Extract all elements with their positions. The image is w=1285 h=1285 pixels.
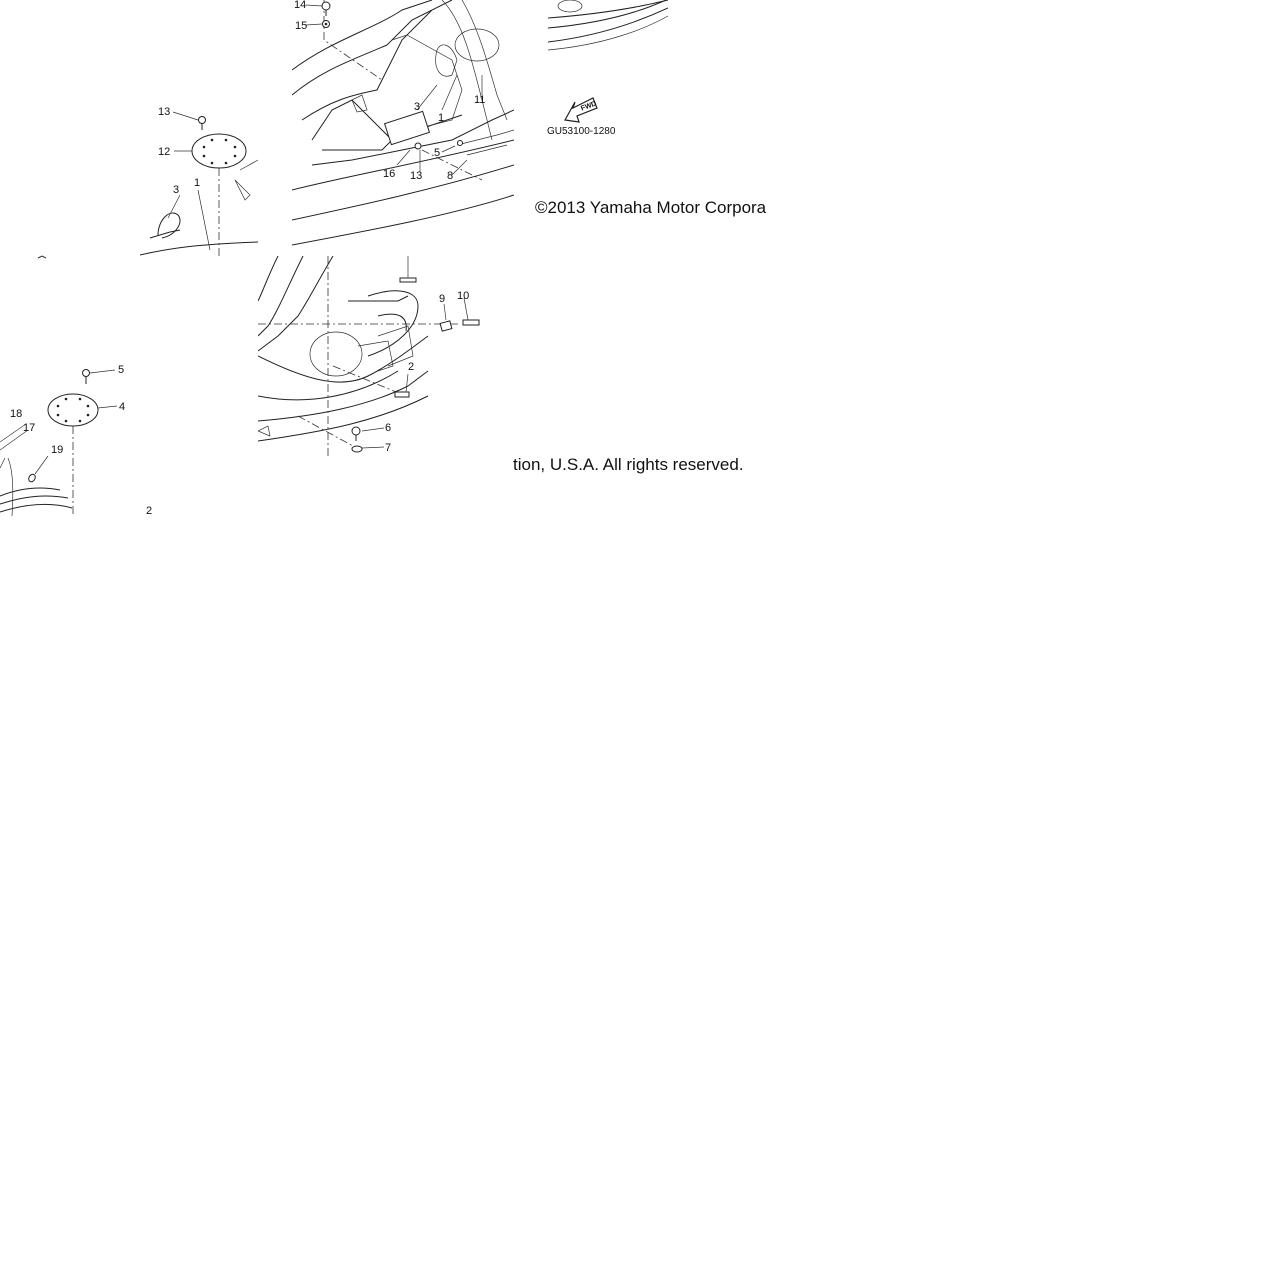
callout-16: 16 — [383, 168, 395, 180]
callout-7: 7 — [385, 442, 391, 454]
hull-middle-drawing: 9 10 2 6 7 — [258, 256, 480, 456]
fwd-arrow-icon: FWD GU53100-1280 — [547, 97, 616, 137]
stray-mark — [36, 254, 50, 260]
fwd-arrow-block: FWD GU53100-1280 — [545, 88, 635, 138]
callout-5: 5 — [434, 147, 440, 159]
callout-3-left: 3 — [173, 184, 179, 196]
callout-14: 14 — [294, 0, 306, 11]
lower-cover-drawing: 5 4 18 17 19 2 — [0, 364, 152, 516]
hull-edge-drawing — [548, 0, 668, 51]
callout-19: 19 — [51, 444, 63, 456]
callout-15: 15 — [295, 20, 307, 32]
hull-top-drawing: 14 15 3 11 1 5 16 13 8 — [292, 0, 514, 246]
tile-top-right — [548, 0, 668, 52]
callout-2-mid: 2 — [408, 361, 414, 373]
stray-mark-drawing — [37, 255, 47, 259]
copyright-part-2: tion, U.S.A. All rights reserved. — [513, 455, 744, 474]
callout-12: 12 — [158, 146, 170, 158]
tile-top-center: 14 15 3 11 1 5 16 13 8 — [292, 0, 514, 258]
tile-bottom-left-cover: 5 4 18 17 19 2 — [0, 358, 160, 516]
tile-left-cover: 13 12 3 1 — [140, 100, 258, 258]
callout-6: 6 — [385, 422, 391, 434]
callout-8: 8 — [447, 170, 453, 182]
callout-10: 10 — [457, 290, 469, 302]
callout-1: 1 — [438, 112, 444, 124]
diagram-code: GU53100-1280 — [547, 126, 616, 137]
inspection-cover-drawing: 13 12 3 1 — [140, 106, 258, 258]
callout-13-left: 13 — [158, 106, 170, 118]
callout-13: 13 — [410, 170, 422, 182]
callout-3: 3 — [414, 101, 420, 113]
callout-9: 9 — [439, 293, 445, 305]
callout-18: 18 — [10, 408, 22, 420]
callout-17: 17 — [23, 422, 35, 434]
tile-middle-hull: 9 10 2 6 7 — [258, 256, 514, 478]
callout-5-lower: 5 — [118, 364, 124, 376]
callout-11: 11 — [474, 94, 485, 106]
callout-1-left: 1 — [194, 177, 200, 189]
callout-4: 4 — [119, 401, 125, 413]
callout-2-lower: 2 — [146, 505, 152, 516]
copyright-part-1: ©2013 Yamaha Motor Corpora — [535, 198, 767, 217]
